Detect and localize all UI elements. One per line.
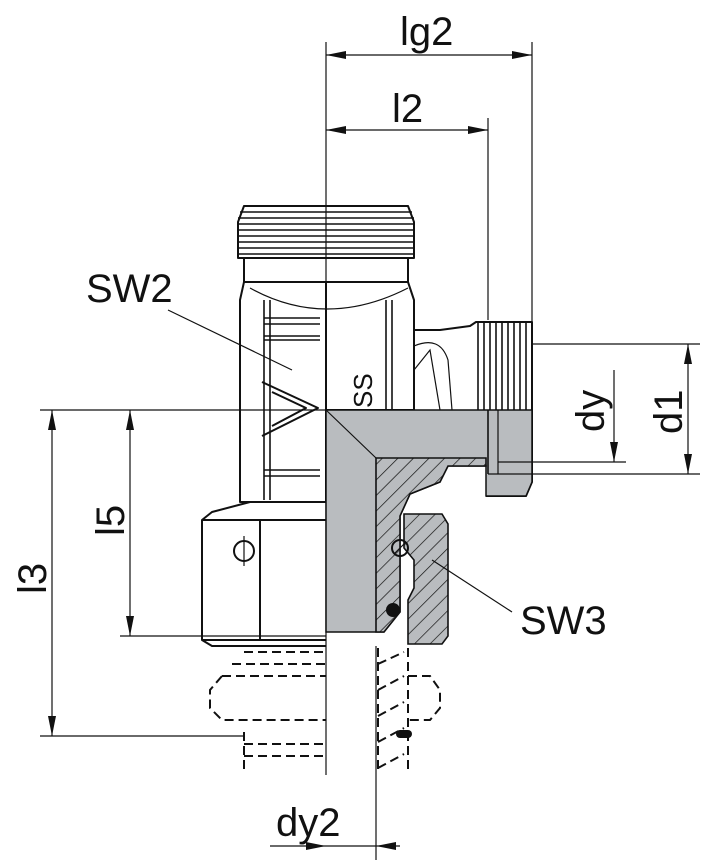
lg2-label: lg2	[400, 10, 453, 54]
upper-thread	[237, 205, 415, 283]
dimension-d1: d1	[647, 344, 692, 474]
retaining-ring	[391, 539, 409, 557]
swivel-nut	[201, 501, 326, 647]
leader-sw3: SW3	[431, 559, 607, 643]
sw2-label: SW2	[86, 267, 173, 311]
dy-label: dy	[569, 390, 613, 432]
section-view	[325, 409, 533, 633]
dimension-l3: l3	[11, 410, 56, 736]
leader-sw2: SW2	[86, 267, 293, 371]
d1-label: d1	[647, 390, 691, 435]
dy2-label: dy2	[276, 801, 341, 845]
extension-lines	[40, 343, 700, 860]
l5-label: l5	[89, 505, 133, 536]
dimension-dy: dy	[569, 370, 618, 462]
sw3-label: SW3	[520, 599, 607, 643]
l2-label: l2	[392, 87, 423, 131]
dimension-l2: l2	[326, 87, 489, 320]
mating-stud-dashed	[209, 648, 441, 772]
dimension-l5: l5	[89, 410, 134, 636]
l3-label: l3	[11, 563, 55, 594]
nut-sw3-section	[386, 513, 449, 645]
marking-ss: SS	[348, 373, 378, 408]
dimension-dy2: dy2	[270, 801, 400, 850]
o-ring	[386, 603, 400, 617]
